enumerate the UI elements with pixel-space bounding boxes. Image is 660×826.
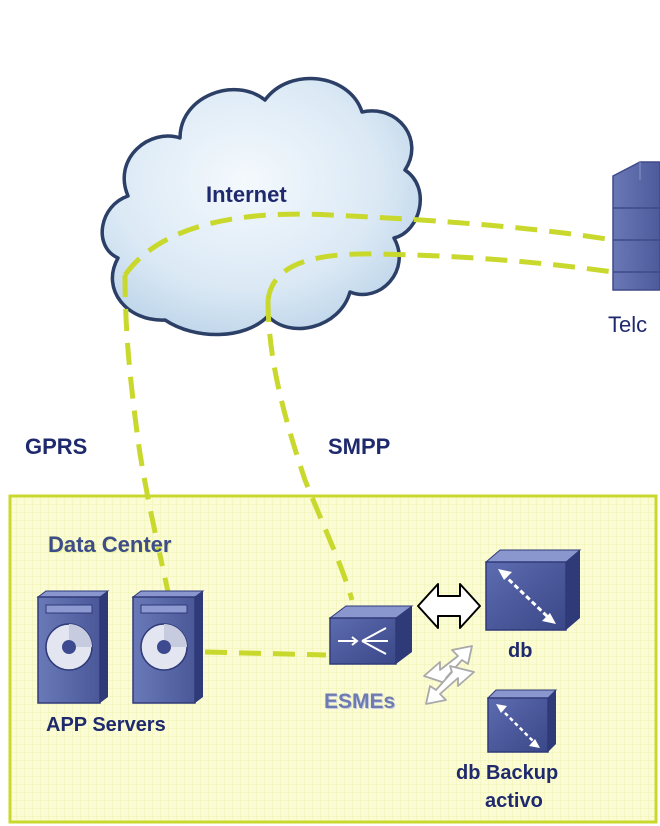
smpp-label: SMPP xyxy=(328,434,391,459)
app-server-icon xyxy=(36,590,110,704)
esme-switch-icon xyxy=(328,605,414,665)
network-links xyxy=(122,211,614,658)
esmes-label: ESMEs xyxy=(324,690,396,713)
internet-label: Internet xyxy=(206,182,287,207)
gprs-label: GPRS xyxy=(25,434,88,459)
link-internet-telco-upper xyxy=(122,211,614,277)
database-icon xyxy=(484,549,582,631)
database-backup-icon xyxy=(486,689,558,753)
app-server-icon xyxy=(131,590,205,704)
link-app-esme xyxy=(204,649,327,658)
app-servers-label: APP Servers xyxy=(46,714,166,736)
internet-cloud-icon xyxy=(100,76,422,337)
telco-label: Telc xyxy=(608,312,648,337)
telco-building-icon xyxy=(612,161,660,291)
db-backup-label: db Backup xyxy=(456,762,559,784)
replication-arrows-icon xyxy=(423,645,475,705)
sync-double-arrow-icon xyxy=(417,583,481,629)
db-label: db xyxy=(508,640,533,662)
link-smpp xyxy=(265,299,355,601)
db-backup-label-line2: activo xyxy=(485,790,543,812)
link-internet-telco-lower xyxy=(265,251,614,301)
link-gprs xyxy=(122,274,171,593)
data-center-title: Data Center xyxy=(48,532,172,557)
